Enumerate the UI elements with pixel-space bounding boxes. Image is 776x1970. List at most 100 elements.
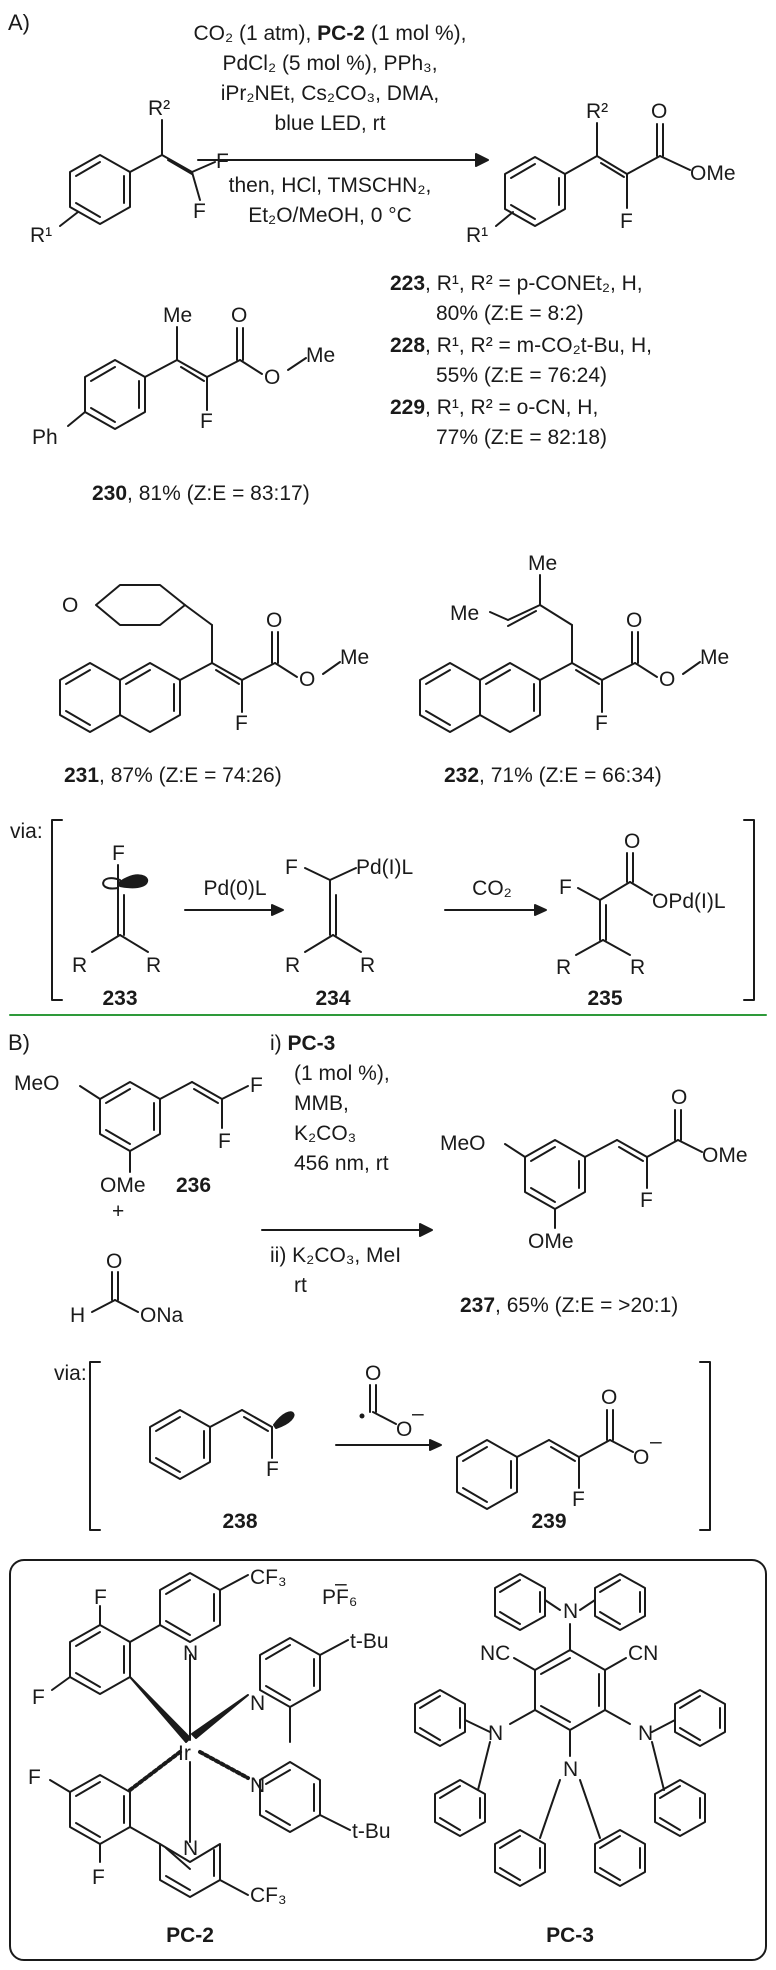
bond xyxy=(129,154,163,173)
bond xyxy=(167,159,193,175)
compound-238-label: 238 xyxy=(222,1510,257,1533)
pc3-phenyl xyxy=(494,1573,546,1631)
bond xyxy=(239,359,263,375)
atom-ome: OMe xyxy=(528,1230,574,1253)
atom-me: Me xyxy=(528,552,557,575)
atom-ome: OMe xyxy=(690,162,736,185)
left-bracket-b xyxy=(89,1361,101,1531)
compound-230-label: 230, 81% (Z:E = 83:17) xyxy=(92,482,310,505)
bond xyxy=(575,669,600,685)
charge-minus: – xyxy=(650,1430,662,1453)
bond xyxy=(241,1409,273,1428)
bond xyxy=(215,669,240,685)
step1-reagent: Pd(0)L xyxy=(203,877,266,900)
atom-f: F xyxy=(235,712,248,735)
pc2-bipyridine-upper xyxy=(259,1637,321,1708)
atom-r: R xyxy=(360,954,375,977)
atom-ome: OMe xyxy=(702,1144,748,1167)
cond-b-6: ii) K₂CO₃, MeI xyxy=(270,1244,401,1267)
biphenyl-ring xyxy=(84,359,146,430)
atom-n: N xyxy=(183,1642,198,1665)
bond xyxy=(579,1599,596,1611)
bond xyxy=(287,357,307,371)
compound-235-label: 235 xyxy=(587,987,622,1010)
atom-f: F xyxy=(595,712,608,735)
bond xyxy=(219,1574,249,1591)
atom-n: N xyxy=(488,1722,503,1745)
atom-ona: ONa xyxy=(140,1304,184,1327)
radical-lobe xyxy=(273,1411,295,1429)
bond xyxy=(319,1639,349,1656)
bond xyxy=(322,661,341,675)
atom-r: R xyxy=(285,954,300,977)
compound-228-yield: 55% (Z:E = 76:24) xyxy=(436,364,607,387)
pc3-phenyl xyxy=(414,1689,466,1747)
atom-ome: OMe xyxy=(100,1174,146,1197)
orbital-lobe-filled xyxy=(119,874,149,889)
atom-o: O xyxy=(264,366,280,389)
cf3-group: CF₃ xyxy=(250,1884,287,1907)
atom-f: F xyxy=(640,1189,653,1212)
bond xyxy=(191,1081,223,1100)
arrow-head xyxy=(475,153,489,167)
opd-ligand: OPd(I)L xyxy=(652,890,726,913)
bond xyxy=(596,155,628,175)
charge-minus: – xyxy=(335,1572,347,1595)
atom-f: F xyxy=(250,1074,263,1097)
bond xyxy=(329,867,357,881)
atom-me: Me xyxy=(450,602,479,625)
bond xyxy=(618,1146,644,1162)
bond xyxy=(221,1085,249,1100)
bond xyxy=(626,155,661,175)
atom-o: O xyxy=(396,1418,412,1441)
condition-line-3: iPr₂NEt, Cs₂CO₃, DMA, xyxy=(221,82,440,105)
atom-r1: R¹ xyxy=(30,224,52,247)
atom-n: N xyxy=(638,1722,653,1745)
atom-f: F xyxy=(285,856,298,879)
tbu-group: t-Bu xyxy=(350,1630,389,1653)
atom-me: Me xyxy=(700,646,729,669)
pc3-phenyl xyxy=(434,1779,486,1837)
bond xyxy=(319,1814,351,1831)
atom-n: N xyxy=(563,1758,578,1781)
bond xyxy=(604,1657,627,1671)
compound-231-label: 231, 87% (Z:E = 74:26) xyxy=(64,764,282,787)
bond xyxy=(677,1139,703,1153)
atom-f: F xyxy=(620,210,633,233)
atom-meo: MeO xyxy=(440,1132,486,1155)
bond xyxy=(564,155,598,175)
condition-line-2: PdCl₂ (5 mol %), PPh₃, xyxy=(222,52,437,75)
via-label-b: via: xyxy=(54,1362,87,1385)
bond xyxy=(550,1446,576,1462)
bond xyxy=(193,1088,219,1104)
bond xyxy=(651,1719,676,1733)
bond xyxy=(51,1676,71,1691)
bond xyxy=(602,939,631,956)
bond xyxy=(241,662,276,681)
atom-f: F xyxy=(32,1686,45,1709)
bond xyxy=(464,1719,491,1733)
hash-bond xyxy=(198,1750,250,1780)
condition-line-6: Et₂O/MeOH, 0 °C xyxy=(248,204,412,227)
arrow-head xyxy=(429,1439,442,1451)
plus-sign: + xyxy=(112,1200,124,1223)
bond xyxy=(211,662,243,681)
pc3-phenyl xyxy=(594,1573,646,1631)
compound-232-label: 232, 71% (Z:E = 66:34) xyxy=(444,764,662,787)
bond xyxy=(616,1139,648,1158)
bond xyxy=(49,1779,71,1793)
atom-n: N xyxy=(250,1774,265,1797)
atom-o: O xyxy=(659,668,675,691)
condition-line-1: CO₂ (1 atm), PC-2 (1 mol %), xyxy=(193,22,466,45)
ring-236 xyxy=(99,1081,161,1152)
compound-223-yield: 80% (Z:E = 8:2) xyxy=(436,302,584,325)
compound-233-label: 233 xyxy=(102,987,137,1010)
atom-o: O xyxy=(626,609,642,632)
cond-b-4: K₂CO₃ xyxy=(294,1122,356,1145)
atom-r: R xyxy=(72,954,87,977)
bond xyxy=(67,411,86,427)
ring-239 xyxy=(456,1439,518,1510)
bond xyxy=(507,604,541,621)
atom-me: Me xyxy=(306,344,335,367)
